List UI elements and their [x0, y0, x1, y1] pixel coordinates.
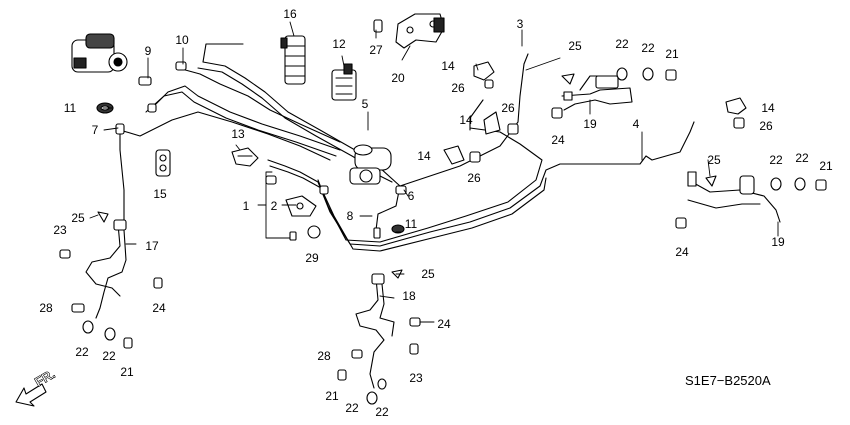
hose-19-upper [561, 67, 654, 111]
callout-c22f: 22 [102, 349, 116, 363]
clips-25 [97, 73, 717, 279]
callout-c28b: 28 [317, 349, 331, 363]
callout-c24d: 24 [437, 317, 451, 331]
callout-c26c: 26 [467, 171, 481, 185]
callout-c14d: 14 [761, 101, 775, 115]
callout-c26a: 26 [451, 81, 465, 95]
callout-c22h: 22 [375, 405, 389, 419]
callout-c29: 29 [305, 251, 319, 265]
callout-c27: 27 [369, 43, 383, 57]
callout-c24c: 24 [152, 301, 166, 315]
callout-c10: 10 [175, 33, 189, 47]
callout-c24a: 24 [551, 133, 565, 147]
hose-19-lower [687, 171, 806, 223]
callout-c6: 6 [408, 189, 415, 203]
clip-12 [331, 63, 357, 101]
callout-c3: 3 [517, 17, 524, 31]
callout-c1: 1 [243, 199, 250, 213]
bracket-2 [285, 195, 317, 217]
callout-c21a: 21 [665, 47, 679, 61]
callout-c13: 13 [231, 127, 245, 141]
callout-c9: 9 [145, 44, 152, 58]
callout-c21c: 21 [120, 365, 134, 379]
callout-c21d: 21 [325, 389, 339, 403]
callout-c7: 7 [92, 123, 99, 137]
callout-c19b: 19 [771, 235, 785, 249]
callout-c14b: 14 [459, 113, 473, 127]
clip-13 [231, 147, 259, 167]
diagram-code: S1E7−B2520A [685, 373, 771, 388]
callout-c22b: 22 [641, 41, 655, 55]
callout-c22c: 22 [769, 153, 783, 167]
callout-c2: 2 [271, 199, 278, 213]
callout-c11b: 11 [405, 217, 418, 231]
callout-c14a: 14 [441, 59, 455, 73]
callout-c8: 8 [347, 209, 354, 223]
callout-c23b: 23 [409, 371, 423, 385]
callout-c15: 15 [153, 187, 167, 201]
leader-lines [89, 21, 779, 323]
callout-c16: 16 [283, 7, 297, 21]
clip-16 [280, 35, 306, 85]
bracket-20 [395, 13, 445, 49]
fr-arrow [15, 383, 47, 407]
callout-c22e: 22 [75, 345, 89, 359]
hose-17 [82, 219, 127, 341]
master-cylinder [349, 144, 393, 185]
callout-c17: 17 [145, 239, 159, 253]
callout-c25b: 25 [421, 267, 435, 281]
bolts [59, 19, 827, 381]
callout-c25c: 25 [568, 39, 582, 53]
callout-c20: 20 [391, 71, 405, 85]
hose-18 [355, 273, 395, 405]
callout-c25d: 25 [707, 153, 721, 167]
abs-modulator [71, 33, 128, 73]
callout-c24b: 24 [675, 245, 689, 259]
callout-c28a: 28 [39, 301, 53, 315]
callout-c12: 12 [332, 37, 346, 51]
callout-c22g: 22 [345, 401, 359, 415]
callout-c21b: 21 [819, 159, 833, 173]
direction-label: FR. [32, 366, 58, 389]
callout-c11a: 11 [64, 101, 77, 115]
main-brake-pipes [119, 43, 695, 252]
callout-c5: 5 [362, 97, 369, 111]
callout-c14c: 14 [417, 149, 431, 163]
callout-c19a: 19 [583, 117, 597, 131]
callout-c22a: 22 [615, 37, 629, 51]
callout-c18: 18 [402, 289, 416, 303]
callout-c25a: 25 [71, 211, 85, 225]
clips-14 [443, 61, 747, 165]
callout-c26b: 26 [501, 101, 515, 115]
callout-c4: 4 [633, 117, 640, 131]
callout-c23a: 23 [53, 223, 67, 237]
callout-c26d: 26 [759, 119, 773, 133]
clip-15 [155, 149, 171, 177]
callout-c22d: 22 [795, 151, 809, 165]
